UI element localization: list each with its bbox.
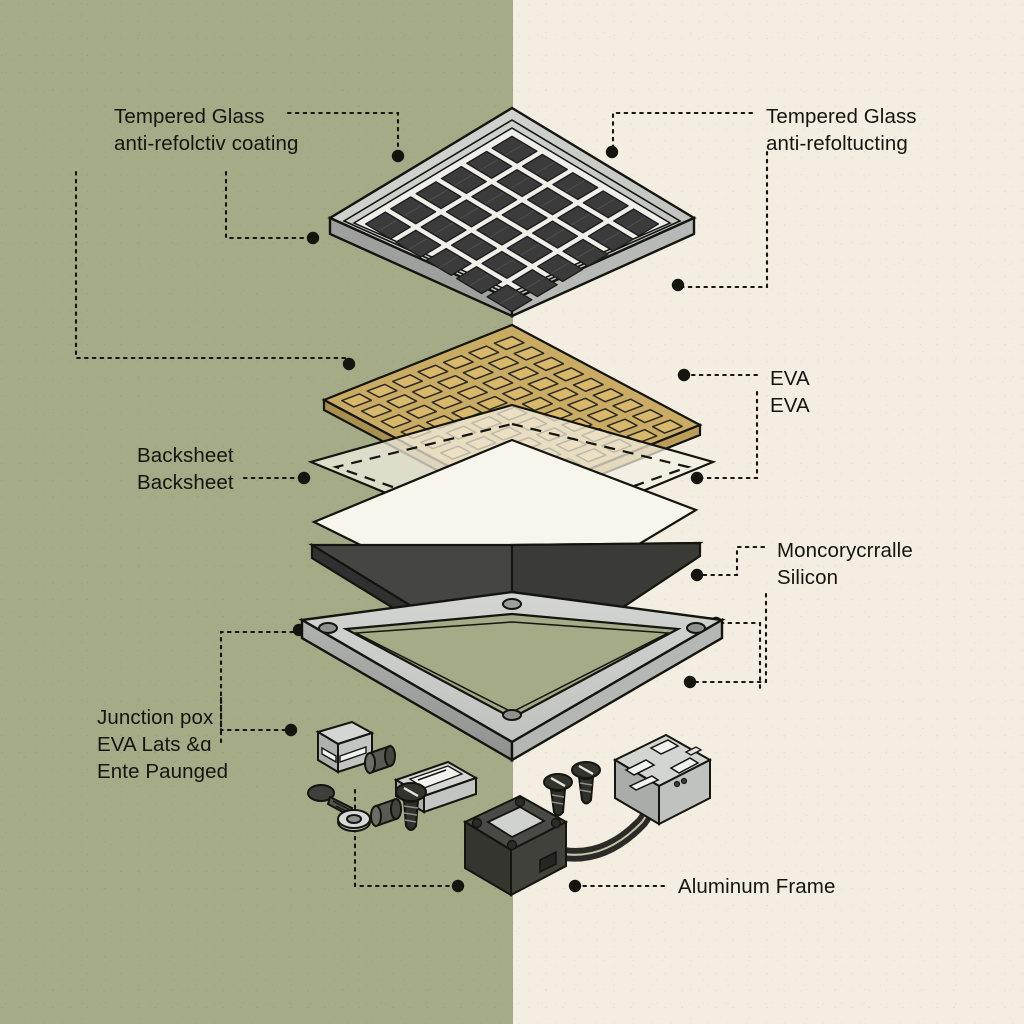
label-line: Tempered Glass: [114, 105, 265, 128]
label-line: Junction pox: [97, 706, 214, 729]
hardware-screw-pair-left: [543, 773, 573, 817]
layer-aluminum-frame: [298, 590, 726, 763]
hardware-nut-washer: [337, 809, 371, 832]
leader-lines: [74, 111, 769, 888]
label-line: Ente Paunged: [97, 760, 229, 783]
hardware-spacer-a: [364, 744, 396, 775]
label-eva: EVA EVA: [770, 365, 810, 419]
label-tempered-glass-right: Tempered Glass anti-refoltucting: [766, 103, 917, 157]
hardware-junction-box-open: [612, 733, 713, 826]
label-line: EVA: [770, 394, 810, 417]
label-line: Backsheet: [137, 471, 234, 494]
layer-tempered-glass-panel: [327, 106, 697, 318]
label-line: Aluminum Frame: [678, 875, 836, 898]
hardware-mounting-clamp: [315, 720, 375, 774]
hardware-screw-pair-right: [571, 761, 601, 805]
label-line: Silicon: [777, 566, 839, 589]
label-aluminum-frame: Aluminum Frame: [678, 873, 835, 900]
label-line: Tempered Glass: [766, 105, 917, 128]
hardware-wood-screw: [395, 782, 427, 831]
label-line: anti-refolctiv coating: [114, 132, 299, 155]
label-line: Moncorycrralle: [777, 539, 913, 562]
hardware-junction-box-dark: [462, 794, 569, 897]
hardware-spacer-b: [370, 797, 402, 828]
label-line: Backsheet: [137, 444, 234, 467]
label-line: anti-refoltucting: [766, 132, 908, 155]
hardware-parts: [307, 720, 713, 897]
label-line: EVA Lats &ɑ: [97, 733, 212, 756]
label-tempered-glass-left: Tempered Glass anti-refolctiv coating: [114, 103, 299, 157]
label-line: EVA: [770, 367, 810, 390]
